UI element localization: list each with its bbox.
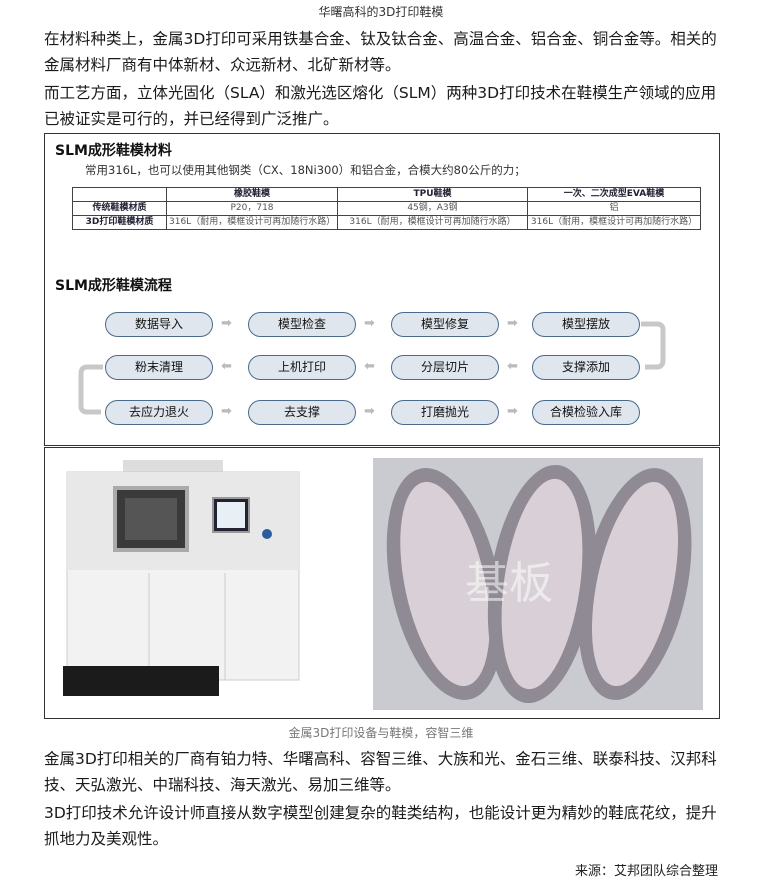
shoe-mold-soles <box>373 458 703 710</box>
flow-step: 模型检查 <box>248 312 356 337</box>
arrow-left-icon: ⬅ <box>507 359 518 374</box>
paragraph-process: 而工艺方面，立体光固化（SLA）和激光选区熔化（SLM）两种3D打印技术在鞋模生… <box>44 84 717 128</box>
source-credit: 来源：艾邦团队综合整理 <box>574 864 718 879</box>
table-cell: 316L（耐用，模框设计可再加随行水路） <box>527 215 701 230</box>
paragraph-design: 3D打印技术允许设计师直接从数字模型创建复杂的鞋类结构，也能设计更为精妙的鞋底花… <box>44 804 717 848</box>
flow-step: 数据导入 <box>105 312 213 337</box>
paragraph-materials: 在材料种类上，金属3D打印可采用铁基合金、钛及钛合金、高温合金、铝合金、铜合金等… <box>44 30 717 74</box>
arrow-left-icon: ⬅ <box>221 359 232 374</box>
photo-panel: 基板 <box>44 447 720 719</box>
arrow-right-icon: ➡ <box>364 316 375 331</box>
watermark-text: 基板 <box>465 558 553 609</box>
arrow-right-icon: ➡ <box>507 316 518 331</box>
article-title: 华曙高科的3D打印鞋模 <box>318 5 444 19</box>
process-heading: SLM成形鞋模流程 <box>55 278 172 294</box>
materials-heading: SLM成形鞋模材料 <box>55 143 172 159</box>
arrow-right-icon: ➡ <box>221 316 232 331</box>
arrow-right-icon: ➡ <box>221 404 232 419</box>
flow-step: 去应力退火 <box>105 400 213 425</box>
image-caption: 金属3D打印设备与鞋模，容智三维 <box>288 726 474 740</box>
metal-printer-machine <box>63 460 300 696</box>
flow-connectors <box>78 321 666 415</box>
flow-step: 打磨抛光 <box>391 400 499 425</box>
table-row: 传统鞋模材质 P20，718 45钢，A3钢 铝 <box>72 201 701 216</box>
flow-step: 粉末清理 <box>105 355 213 380</box>
flow-step: 支撑添加 <box>532 355 640 380</box>
table-row: 3D打印鞋模材质 316L（耐用，模框设计可再加随行水路） 316L（耐用，模框… <box>72 215 701 230</box>
printer-and-shoe-molds-image: 基板 <box>63 458 703 710</box>
materials-table: 橡胶鞋模 TPU鞋模 一次、二次成型EVA鞋模 传统鞋模材质 P20，718 4… <box>72 187 701 230</box>
flow-step: 去支撑 <box>248 400 356 425</box>
flow-step: 分层切片 <box>391 355 499 380</box>
arrow-left-icon: ⬅ <box>364 359 375 374</box>
flow-step: 上机打印 <box>248 355 356 380</box>
flow-step: 模型修复 <box>391 312 499 337</box>
arrow-right-icon: ➡ <box>364 404 375 419</box>
slm-infographic: SLM成形鞋模材料 常用316L，也可以使用其他钢类（CX、18Ni300）和铝… <box>44 133 720 446</box>
paragraph-vendors: 金属3D打印相关的厂商有铂力特、华曙高科、容智三维、大族和光、金石三维、联泰科技… <box>44 750 717 794</box>
flow-step: 合模检验入库 <box>532 400 640 425</box>
arrow-right-icon: ➡ <box>507 404 518 419</box>
materials-note: 常用316L，也可以使用其他钢类（CX、18Ni300）和铝合金，合模大约80公… <box>85 163 526 177</box>
flow-step: 模型摆放 <box>532 312 640 337</box>
table-cell: 316L（耐用，模框设计可再加随行水路） <box>337 215 528 230</box>
